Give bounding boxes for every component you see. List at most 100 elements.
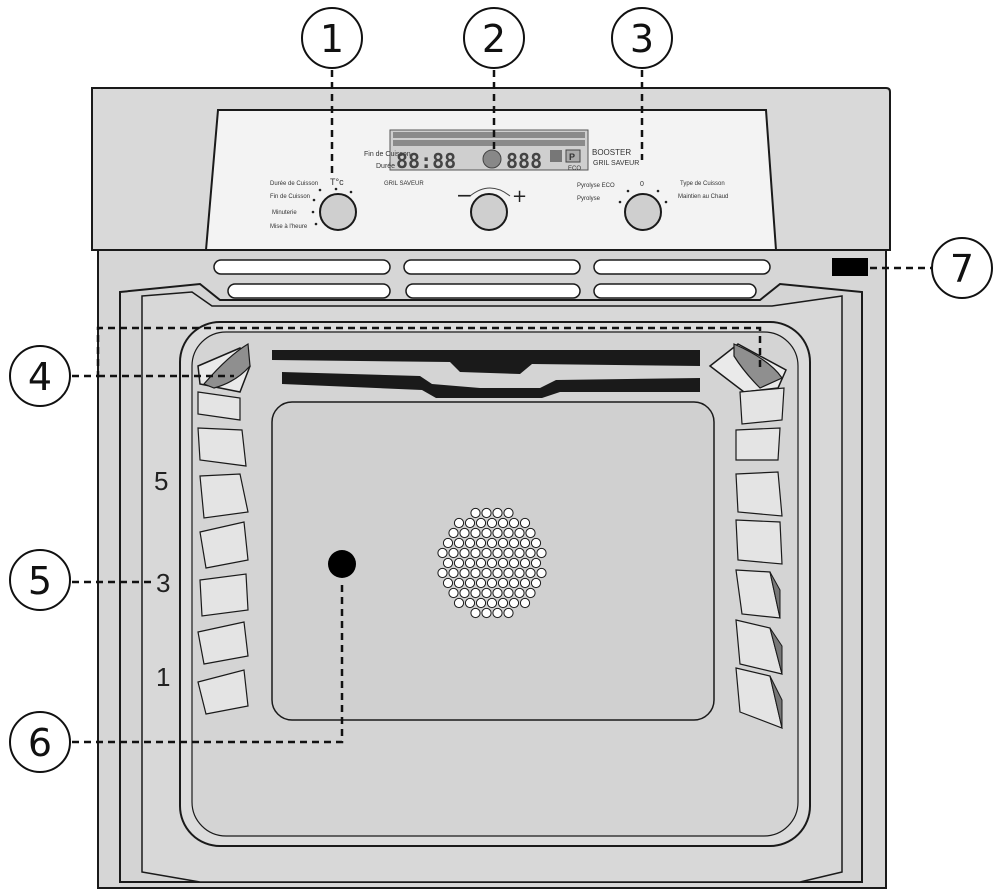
temperature-sensor (328, 550, 356, 578)
fan-hole (475, 557, 487, 569)
p-indicator (565, 149, 581, 163)
fan-hole (503, 607, 514, 619)
callout-2: 2 (463, 7, 525, 69)
left-shelf-rails (197, 391, 249, 715)
shelf-level-1: 1 (156, 662, 170, 692)
left-knob-dial[interactable] (319, 193, 357, 231)
label-maintien-chaud: Maintien au Chaud (678, 194, 728, 200)
right-knob-dial[interactable] (624, 193, 662, 231)
right-shelf-rails (735, 387, 785, 729)
label-pyrolyse: Pyrolyse (577, 196, 601, 202)
fan-hole (492, 587, 503, 599)
callout-4: 4 (9, 345, 71, 407)
callout-5: 5 (9, 549, 71, 611)
fan-hole (530, 537, 542, 549)
fan-hole (481, 567, 492, 579)
fan-hole (464, 597, 476, 609)
fan-hole (497, 537, 509, 549)
fan-hole (481, 607, 492, 619)
fan-hole (453, 577, 465, 589)
fan-hole (464, 537, 476, 549)
fan-hole (492, 567, 503, 579)
fan-hole (519, 597, 531, 609)
fan-hole (497, 517, 509, 529)
top-heating-element (272, 350, 700, 398)
fan-hole (486, 557, 498, 569)
fan-icon (482, 149, 502, 169)
label-duree-cuisson: Durée de Cuisson (270, 181, 318, 187)
fan-hole (486, 517, 498, 529)
display-booster: BOOSTER (592, 148, 631, 157)
fan-hole (525, 587, 536, 599)
label-temperature: T°c (330, 177, 344, 187)
fan-hole (464, 517, 476, 529)
display-digits-main: 88:88 (396, 149, 456, 173)
fan-hole (448, 567, 459, 579)
fan-hole (442, 537, 454, 549)
fan-hole (503, 547, 514, 559)
svg-text:1: 1 (320, 17, 344, 61)
callout-6: 6 (9, 711, 71, 773)
fan-hole (497, 557, 509, 569)
label-minuterie: Minuterie (272, 210, 297, 216)
fan-hole (486, 597, 498, 609)
fan-hole (525, 547, 536, 559)
svg-text:2: 2 (482, 17, 506, 61)
fan-hole (503, 587, 514, 599)
svg-text:4: 4 (28, 355, 52, 399)
display-duree-label: Durée (376, 163, 395, 170)
fan-hole (514, 567, 525, 579)
fan-hole (486, 577, 498, 589)
fan-hole (470, 507, 481, 519)
fan-hole (470, 527, 481, 539)
fan-hole (530, 577, 542, 589)
center-adjust-knob[interactable]: − + (456, 183, 527, 231)
right-function-knob[interactable]: Pyrolyse ECO Pyrolyse 0 Type de Cuisson … (577, 181, 728, 231)
fan-hole (519, 537, 531, 549)
fan-hole (475, 597, 487, 609)
fan-hole (508, 597, 520, 609)
minus-label: − (456, 183, 473, 207)
fan-hole (475, 537, 487, 549)
fan-hole (442, 557, 454, 569)
svg-text:6: 6 (28, 721, 52, 765)
center-knob-dial[interactable] (470, 193, 508, 231)
fan-hole (475, 517, 487, 529)
svg-text:7: 7 (950, 247, 974, 291)
fan-hole (437, 547, 448, 559)
fan-hole (470, 607, 481, 619)
display-fin-label: Fin de Cuisson (364, 151, 411, 158)
label-gril-saveur: GRIL SAVEUR (384, 181, 424, 187)
display-p: P (569, 152, 575, 162)
fan-hole (536, 547, 547, 559)
fan-hole (536, 567, 547, 579)
fan-hole (503, 567, 514, 579)
fan-hole (481, 507, 492, 519)
fan-hole (481, 527, 492, 539)
fan-hole (448, 587, 459, 599)
fan-hole (497, 577, 509, 589)
left-selector-knob[interactable]: Durée de Cuisson Fin de Cuisson Minuteri… (270, 177, 424, 231)
callout-7: 7 (931, 237, 993, 299)
fan-grid (437, 507, 547, 619)
fan-hole (492, 527, 503, 539)
fan-hole (453, 517, 465, 529)
fan-hole (503, 527, 514, 539)
fan-hole (503, 507, 514, 519)
fan-hole (486, 537, 498, 549)
fan-hole (530, 557, 542, 569)
fan-hole (514, 587, 525, 599)
fan-hole (525, 527, 536, 539)
fan-hole (492, 547, 503, 559)
label-type-cuisson: Type de Cuisson (680, 181, 725, 187)
fan-hole (442, 577, 454, 589)
fan-hole (470, 587, 481, 599)
label-zero: 0 (640, 181, 644, 188)
callout-3: 3 (611, 7, 673, 69)
callout-leaders (72, 58, 934, 744)
fan-hole (514, 547, 525, 559)
fan-hole (514, 527, 525, 539)
fan-hole (475, 577, 487, 589)
fan-hole (453, 537, 465, 549)
